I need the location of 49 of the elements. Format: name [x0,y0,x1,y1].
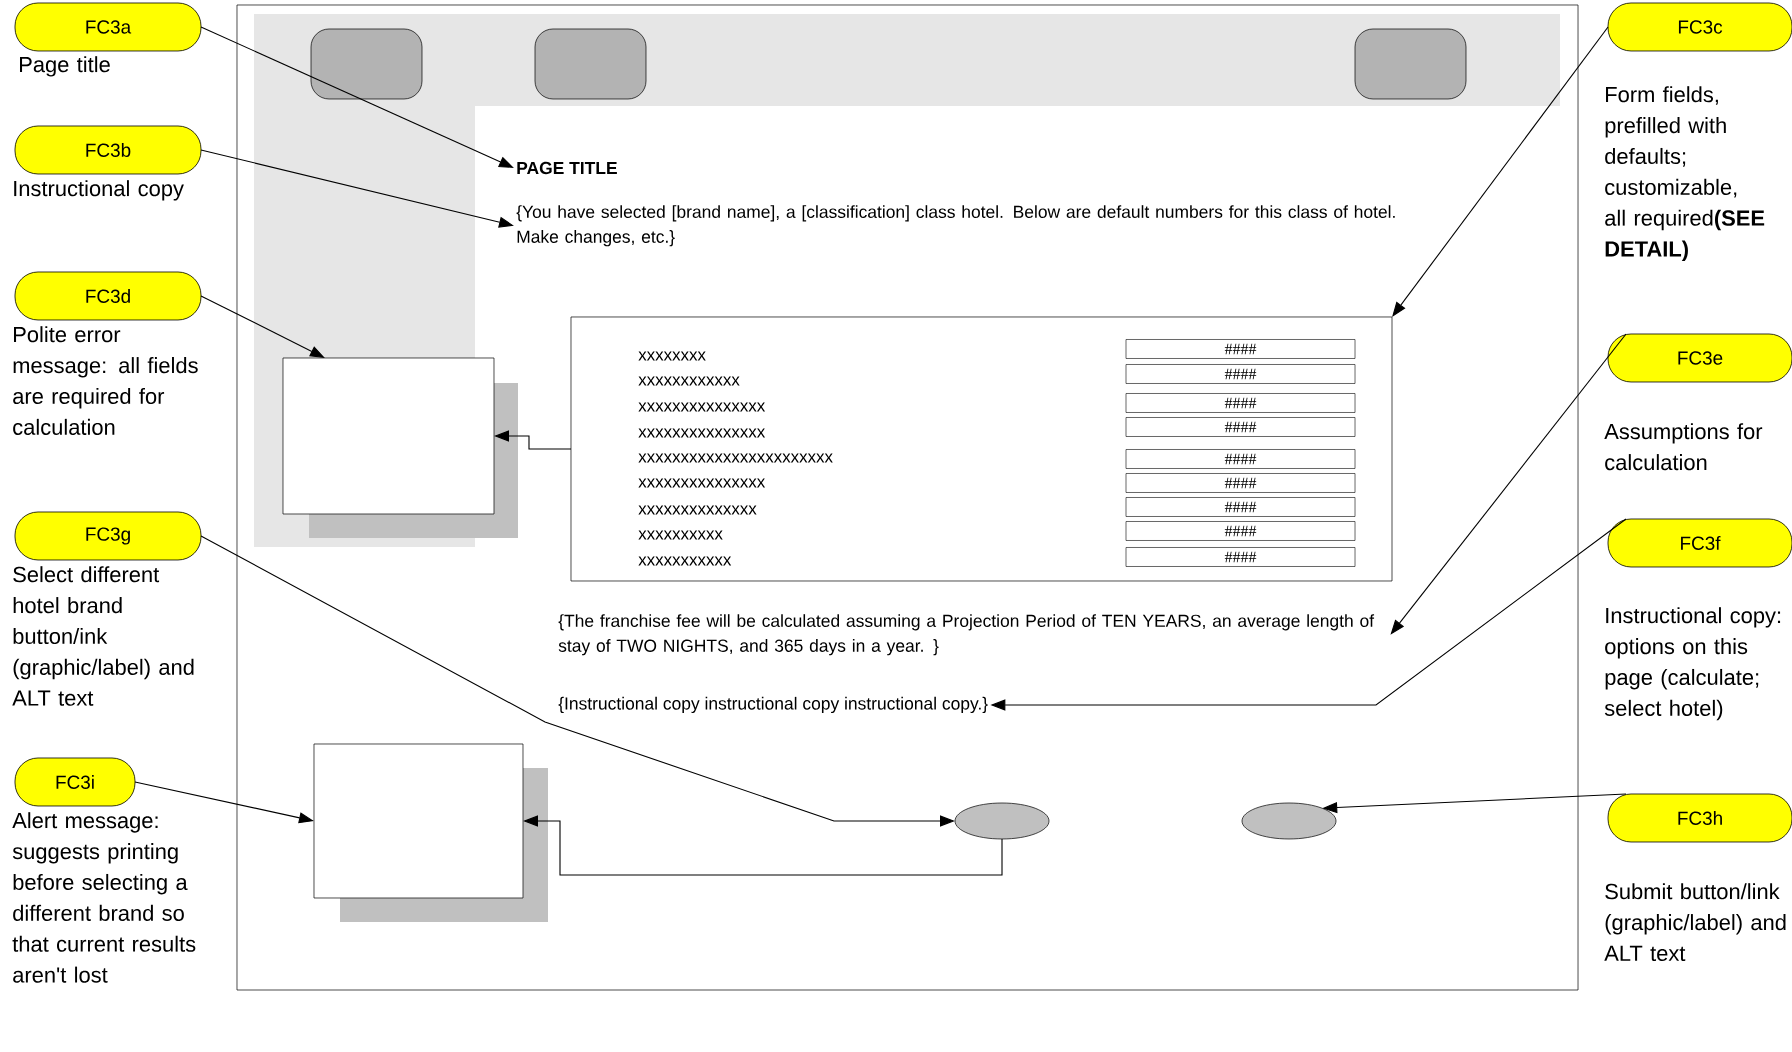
input-field: #### [1125,364,1356,384]
submit-button [1241,802,1337,840]
field-label: xxxxxxxxxxxxxxx [638,428,766,438]
callout-description: Instructional copy [14,180,184,201]
callout-description: Page title [20,56,110,77]
callout-pill: FC3h [1607,793,1792,843]
callout-description: Alert message: suggests printing before selecting a different brand so that current results aren't lost [12,812,196,983]
callout-pill: FC3d [14,271,202,321]
arrow [200,26,514,168]
input-field: #### [1125,521,1356,541]
callout-description: Form fields, prefilled with defaults; customizable, all required(SEE DETAIL) [1605,86,1765,262]
callout-description: Select different hotel brand button/ink (graphic/label) and ALT text [12,566,194,706]
page-title: PAGE TITLE [517,161,617,175]
alert-message-box [313,743,524,899]
field-label: xxxxxxxx [638,351,706,361]
callout-pill: FC3c [1607,2,1792,52]
input-field: #### [1125,417,1356,437]
field-label: xxxxxxxxxxxx [638,376,740,386]
input-field: #### [1125,497,1356,517]
callout-pill: FC3a [14,2,202,52]
callout-pill: FC3f [1607,518,1792,568]
input-field: #### [1125,339,1356,359]
select-brand-button [954,802,1050,840]
input-field: #### [1125,449,1356,469]
field-label: xxxxxxxxxx [638,530,723,540]
callout-description: Polite error message: all fields are required for calculation [13,326,198,435]
input-field: #### [1125,393,1356,413]
callout-description: Instructional copy: options on this page (calculate; select hotel) [1604,607,1781,721]
field-label: xxxxxxxxxxxxxxxxxxxxxxx [638,453,833,463]
input-field: #### [1125,473,1356,493]
error-message-box [282,357,495,515]
callout-pill: FC3b [14,125,202,175]
callout-pill: FC3e [1607,333,1792,383]
instruction-text: {Instructional copy instructional copy instructional copy.} [558,696,988,714]
callout-pill: FC3i [14,757,136,807]
instruction-text: {You have selected [brand name], a [classification] class hotel. Below are default numbers for this class of hotel. Make changes, etc.} [516,205,1395,247]
field-label: xxxxxxxxxxxxxxx [638,402,766,412]
arrow [200,295,325,358]
arrow [1392,26,1609,317]
page-frame [236,4,1579,991]
assumptions-text: {The franchise fee will be calculated assuming a Projection Period of TEN YEARS, an average length of stay of TWO NIGHTS, and 365 days in a year. } [558,614,1375,656]
arrow [1390,333,1627,635]
callout-description: Assumptions for calculation [1604,423,1763,471]
field-label: xxxxxxxxxxxxxx [638,505,757,515]
field-label: xxxxxxxxxxx [638,556,732,566]
callout-pill: FC3g [14,511,202,561]
callout-description: Submit button/link (graphic/label) and ALT text [1604,883,1786,962]
field-label: xxxxxxxxxxxxxxx [638,478,766,488]
input-field: #### [1125,547,1356,567]
